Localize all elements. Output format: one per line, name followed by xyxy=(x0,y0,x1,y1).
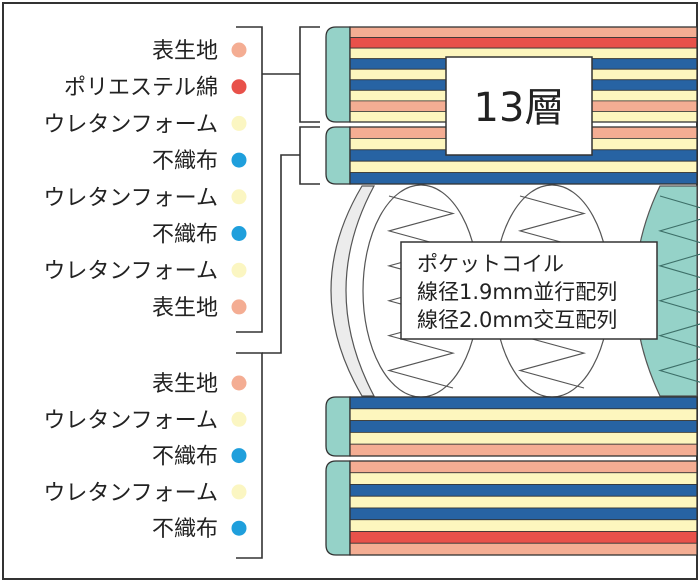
legend-color-dot xyxy=(231,79,247,95)
legend-label: ウレタンフォーム xyxy=(43,259,218,284)
layer-band xyxy=(349,542,698,556)
stack-side-panel xyxy=(325,460,351,556)
legend-color-dot xyxy=(231,299,247,315)
coil-description-box: ポケットコイル 線径1.9mm並行配列 線径2.0mm交互配列 xyxy=(400,241,658,340)
layer-band xyxy=(349,460,698,474)
layer-band xyxy=(349,420,698,433)
layer-band xyxy=(349,160,698,173)
legend-label: 不織布 xyxy=(152,223,218,248)
bracket-stack-upper-mid xyxy=(299,126,320,185)
legend-color-dot xyxy=(231,520,247,536)
legend-label: ウレタンフォーム xyxy=(43,112,218,137)
coil-spring xyxy=(658,195,700,383)
stack-side-panel xyxy=(325,396,351,457)
layer-band xyxy=(349,37,698,49)
legend-label: 不織布 xyxy=(152,517,218,542)
legend-color-dot xyxy=(231,375,247,391)
layer-stack-lower-mid xyxy=(325,396,698,457)
legend-color-dot xyxy=(231,189,247,205)
coil-edge-arc xyxy=(330,185,376,397)
layer-band xyxy=(349,431,698,445)
layer-count-box: 13層 xyxy=(445,56,593,156)
legend-label: ウレタンフォーム xyxy=(43,186,218,211)
legend-label: 不織布 xyxy=(152,445,218,470)
layer-band xyxy=(349,26,698,38)
bracket-top-legend xyxy=(236,26,263,333)
layer-band xyxy=(349,519,698,532)
legend-label: ポリエステル綿 xyxy=(64,76,218,101)
coil-line-2: 線径2.0mm交互配列 xyxy=(417,308,617,332)
legend-color-dot xyxy=(231,226,247,241)
legend-top-group: 表生地ポリエステル綿ウレタンフォーム不織布ウレタンフォーム不織布ウレタンフォーム… xyxy=(43,39,247,321)
layer-stack-bottom xyxy=(325,460,698,556)
layer-band xyxy=(349,443,698,457)
bracket-connector-bottom xyxy=(262,154,300,354)
legend-label: 表生地 xyxy=(152,296,218,321)
layer-band xyxy=(349,472,698,485)
legend-color-dot xyxy=(231,262,247,278)
legend-color-dot xyxy=(231,411,247,427)
stack-side-panel xyxy=(325,126,351,185)
bracket-stack-top xyxy=(299,26,320,123)
layer-band xyxy=(349,495,698,509)
legend-label: 表生地 xyxy=(152,372,218,397)
legend-label: ウレタンフォーム xyxy=(43,481,218,506)
coil-title: ポケットコイル xyxy=(417,252,564,276)
bracket-lines xyxy=(236,26,320,559)
stack-side-panel xyxy=(325,26,351,123)
stack-outline xyxy=(349,460,698,556)
layer-band xyxy=(349,172,698,185)
legend-color-dot xyxy=(231,115,247,131)
layer-band xyxy=(349,531,698,544)
legend-color-dot xyxy=(231,42,247,58)
layer-band xyxy=(349,507,698,521)
stack-outline xyxy=(349,396,698,457)
layer-band xyxy=(349,396,698,410)
legend-color-dot xyxy=(231,484,247,500)
legend-label: ウレタンフォーム xyxy=(43,408,218,433)
legend-color-dot xyxy=(231,448,247,464)
legend-label: 不織布 xyxy=(152,149,218,174)
layer-count-label: 13層 xyxy=(474,85,565,131)
legend-label: 表生地 xyxy=(152,39,218,64)
legend-color-dot xyxy=(231,152,247,168)
layer-band xyxy=(349,484,698,497)
coil-line-1: 線径1.9mm並行配列 xyxy=(417,280,617,304)
layer-band xyxy=(349,408,698,421)
bracket-bottom-legend xyxy=(236,352,263,559)
